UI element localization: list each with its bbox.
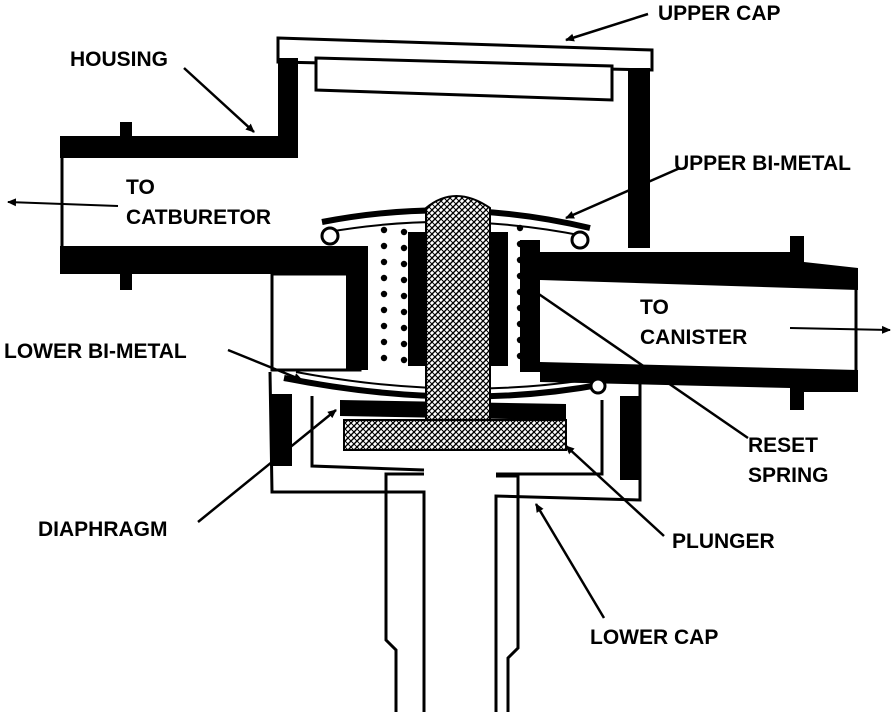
upper-cap-leader — [565, 12, 649, 42]
label-upper-cap: UPPER CAP — [658, 2, 781, 25]
label-lower-cap: LOWER CAP — [590, 626, 718, 649]
reset-spring — [380, 224, 524, 364]
diaphragm-leader — [197, 409, 337, 523]
canister-tube — [520, 236, 858, 410]
label-housing: HOUSING — [70, 48, 168, 71]
lower-cap — [268, 371, 642, 712]
label-plunger: PLUNGER — [672, 530, 775, 553]
label-upper-bimetal: UPPER BI-METAL — [674, 152, 851, 175]
label-to-canister-2: CANISTER — [640, 326, 747, 349]
plunger — [343, 195, 567, 451]
labels: UPPER CAP HOUSING TO CATBURETOR UPPER BI… — [4, 2, 851, 649]
flow-arrows — [7, 198, 891, 334]
leader-lines — [183, 12, 749, 619]
to-carburetor-arrow — [7, 198, 119, 207]
label-diaphragm: DIAPHRAGM — [38, 518, 168, 541]
label-to-carburetor-1: TO — [126, 176, 155, 199]
housing-leader — [183, 67, 255, 133]
housing — [60, 122, 368, 372]
lower-bimetal-leader — [227, 348, 303, 382]
lower-cap-leader — [534, 503, 606, 619]
label-to-carburetor-2: CATBURETOR — [126, 206, 271, 229]
plunger-guide — [408, 232, 508, 366]
plunger-leader — [565, 445, 665, 537]
upper-cap — [276, 36, 654, 248]
to-canister-arrow — [789, 325, 891, 334]
label-reset-spring-2: SPRING — [748, 464, 829, 487]
reset-spring-leader — [529, 286, 749, 440]
label-to-canister-1: TO — [640, 296, 669, 319]
label-lower-bimetal: LOWER BI-METAL — [4, 340, 187, 363]
label-reset-spring-1: RESET — [748, 434, 818, 457]
upper-bimetal-leader — [565, 166, 681, 220]
